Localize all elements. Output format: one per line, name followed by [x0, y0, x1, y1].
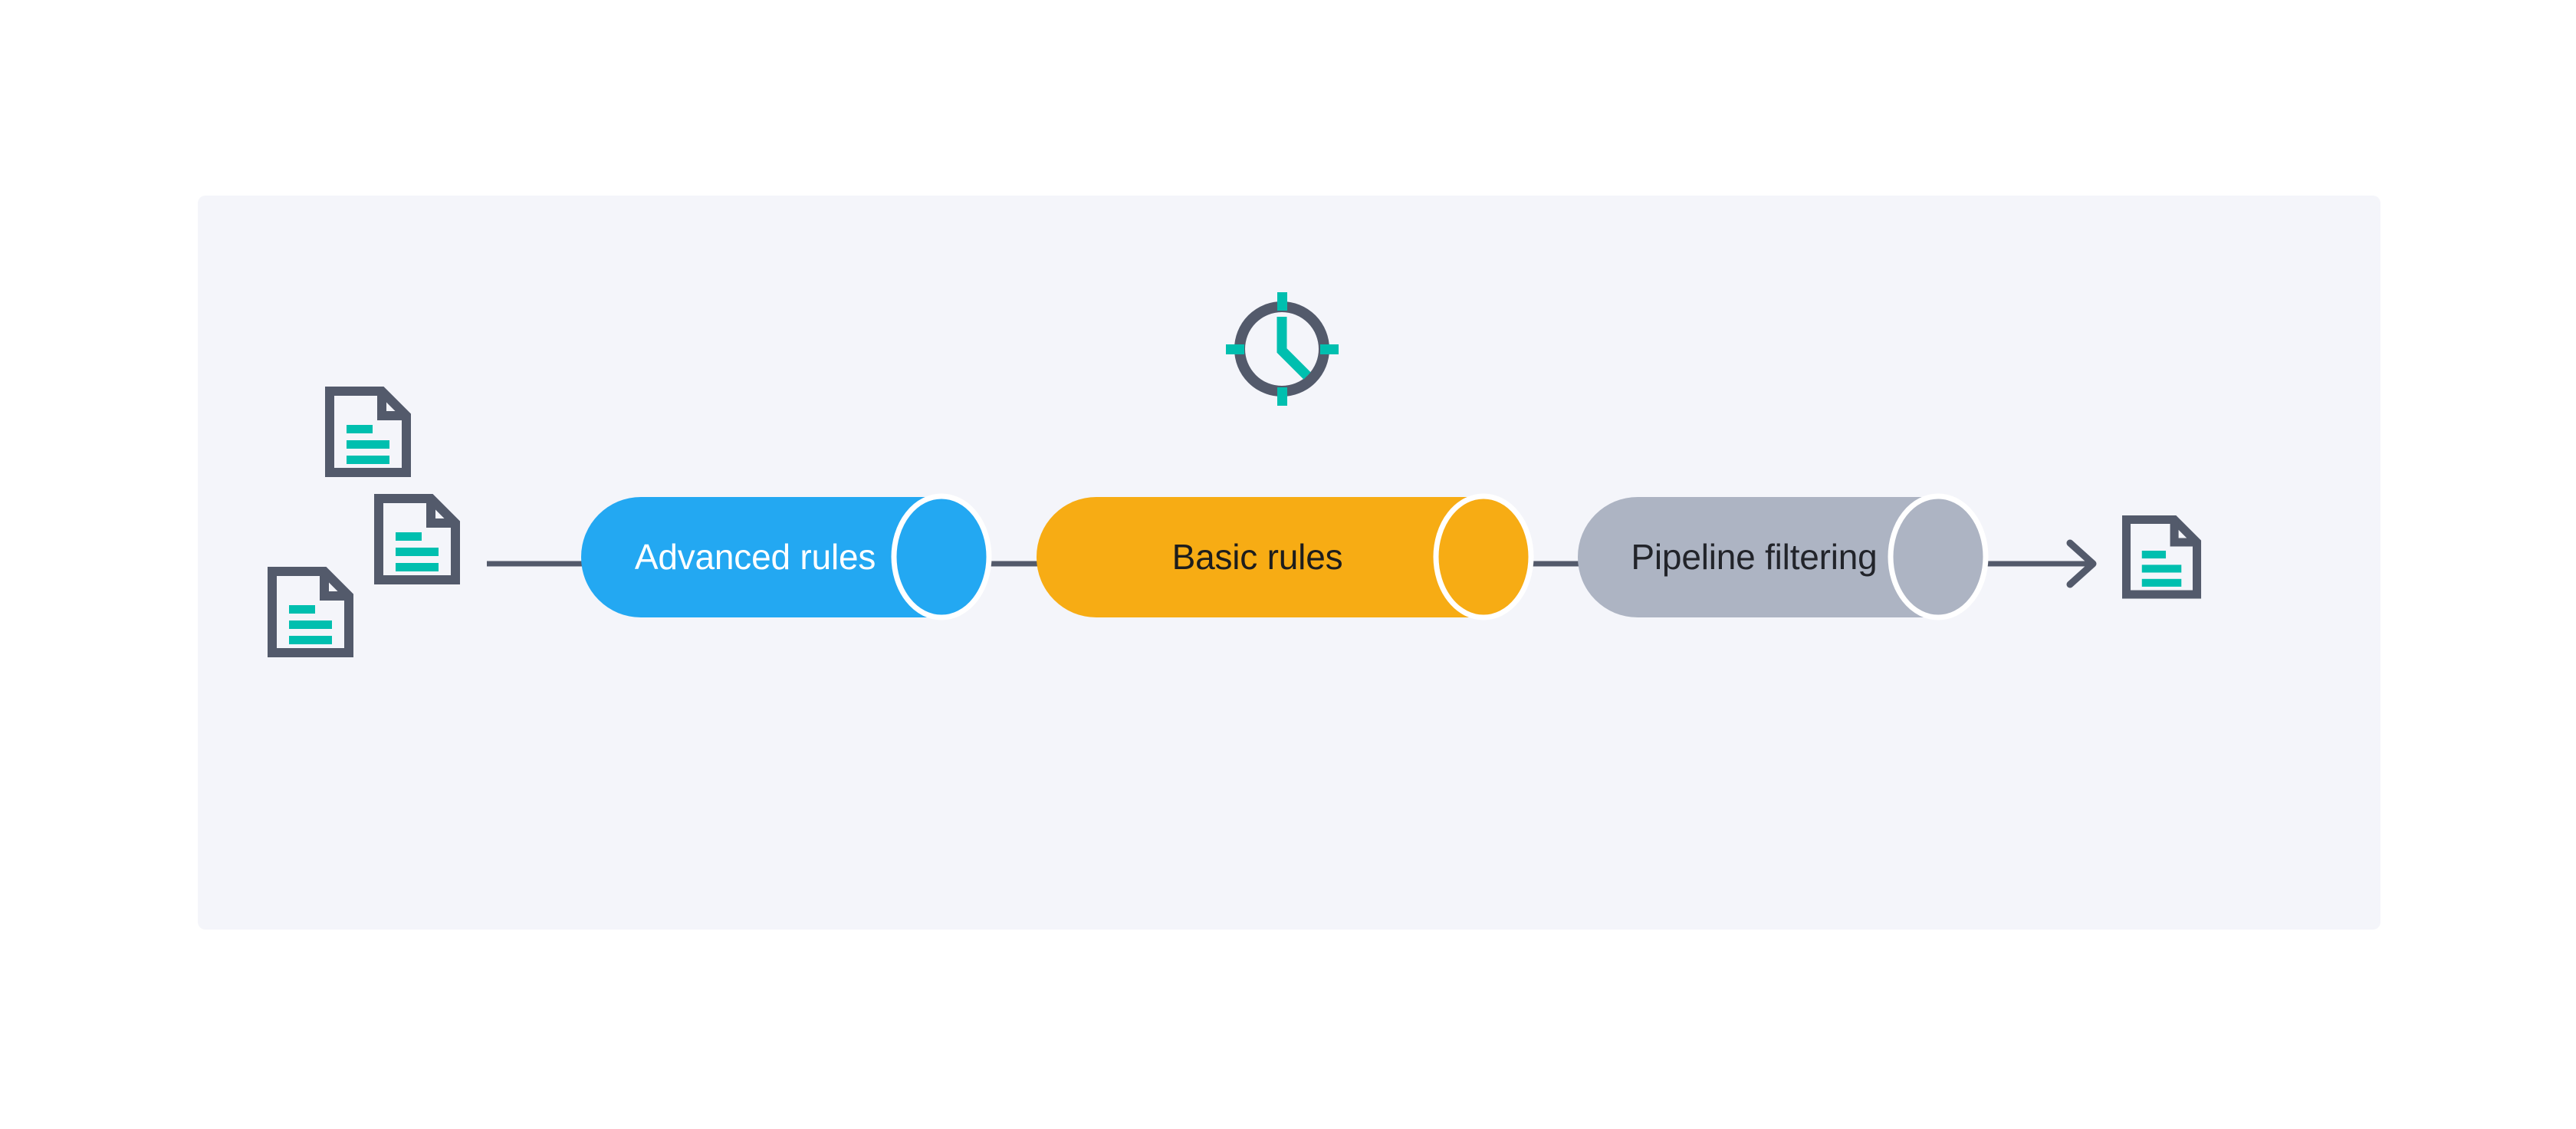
document-icon-top: [330, 391, 406, 472]
input-documents: [272, 391, 455, 653]
clock-tick-9: [1226, 344, 1244, 354]
stage-advanced-rules[interactable]: [581, 493, 992, 620]
stage-pipeline-filtering[interactable]: [1578, 493, 1989, 620]
clock-hands: [1276, 317, 1311, 380]
arrow-head-icon: [2066, 539, 2097, 588]
document-icon-bottom: [272, 571, 349, 653]
stage-pipeline-filtering-cap[interactable]: [1888, 493, 1989, 620]
stage-basic-rules-body[interactable]: [1037, 497, 1485, 617]
clock-tick-6: [1277, 387, 1287, 406]
clock-tick-3: [1320, 344, 1339, 354]
stage-advanced-rules-cap[interactable]: [891, 493, 992, 620]
document-icon-output: [2127, 520, 2197, 595]
stage-basic-rules-cap[interactable]: [1433, 493, 1534, 620]
clock-tick-12: [1277, 292, 1287, 311]
document-icon-middle: [379, 499, 455, 580]
stage-basic-rules[interactable]: [1037, 493, 1534, 620]
clock-icon: [1226, 292, 1339, 406]
